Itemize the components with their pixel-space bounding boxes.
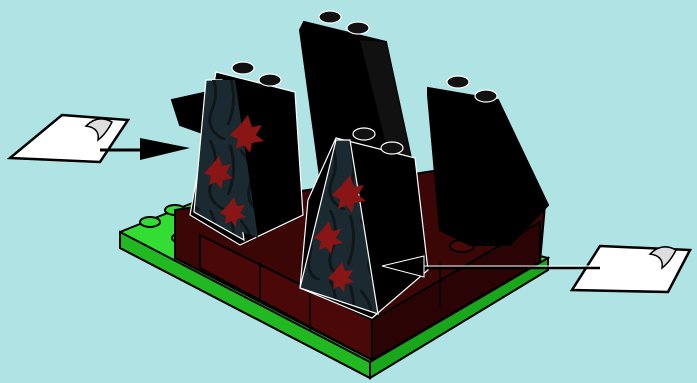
left-slope-brick	[190, 62, 303, 245]
sticker-icon	[10, 115, 128, 162]
right-slope-brick	[428, 76, 548, 245]
